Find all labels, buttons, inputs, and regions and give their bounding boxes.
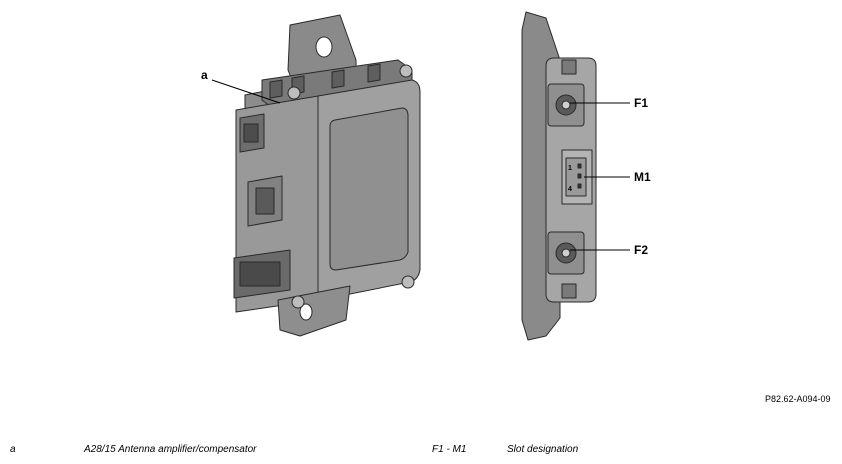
legend-key-slots: F1 - M1: [432, 444, 467, 455]
callout-a-label: a: [201, 68, 208, 82]
callout-m1-label: M1: [634, 170, 651, 184]
pin-label-4: 4: [568, 186, 572, 193]
figure-reference-code: P82.62-A094-09: [765, 394, 831, 404]
legend-key-a: a: [10, 444, 16, 455]
legend-text-a: A28/15 Antenna amplifier/compensator: [84, 444, 257, 455]
module-side-view: [521, 11, 597, 341]
screw-top-left: [287, 86, 301, 100]
callout-a-leader: [211, 79, 281, 104]
screw-bottom-right: [401, 275, 415, 289]
side-bottom-clip: [561, 283, 577, 299]
component-illustration: 1 4: [211, 11, 630, 341]
screw-bottom-left: [291, 295, 305, 309]
module-isometric-view: [233, 14, 421, 337]
legend-text-slots: Slot designation: [507, 444, 579, 455]
callout-f2-label: F2: [634, 243, 649, 257]
screw-top-right: [399, 64, 413, 78]
callout-f1-label: F1: [634, 96, 649, 110]
side-top-clip: [561, 59, 577, 75]
housing-label-panel: [329, 107, 409, 271]
pin-label-1: 1: [568, 165, 572, 172]
bracket-hole: [315, 36, 333, 58]
